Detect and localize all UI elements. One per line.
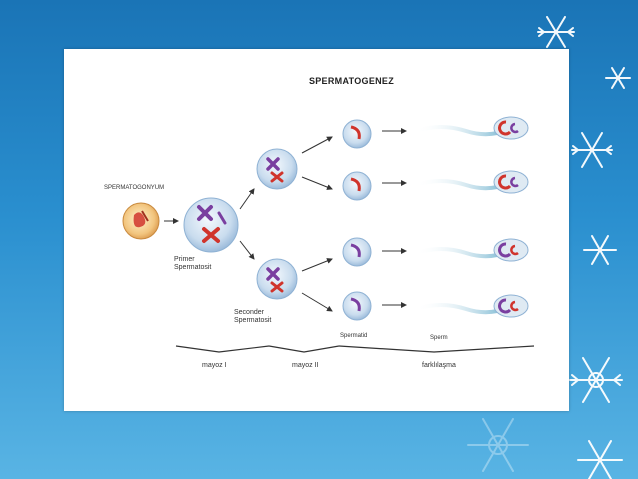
label-spermatid: Spermatid [340, 333, 368, 339]
diagram-title: SPERMATOGENEZ [308, 76, 395, 86]
snowflake-icon [537, 16, 575, 48]
spermatid-cells [342, 119, 372, 321]
label-secondary-spermatocyte: Seconder Spermatosit [234, 309, 272, 324]
snowflake-icon [605, 67, 631, 89]
snowflake-icon [583, 235, 617, 265]
spermatogenesis-diagram [122, 116, 535, 353]
label-differentiation: farklılaşma [422, 362, 456, 369]
label-spermatogonium: SPERMATOGONYUM [104, 185, 165, 191]
snowflake-icon [467, 418, 529, 472]
label-sperm: Sperm [430, 335, 448, 341]
spermatogonium-cell [122, 202, 160, 240]
label-meiosis-1: mayoz I [202, 362, 227, 369]
secondary-spermatocyte-cell [256, 258, 298, 300]
snowflake-icon [569, 357, 623, 403]
diagram-panel: SPERMATOGENEZ SPERMATOGONYUM Primer Sper… [64, 49, 569, 411]
snowflake-icon [571, 132, 613, 168]
secondary-spermatocyte-cell [256, 148, 298, 190]
stage-braces [175, 345, 535, 353]
primary-spermatocyte-cell [183, 197, 239, 253]
label-meiosis-2: mayoz II [292, 362, 319, 369]
sperm-cells [415, 116, 529, 318]
label-primary-spermatocyte: Primer Spermatosit [174, 256, 212, 271]
snowflake-icon [577, 440, 623, 479]
